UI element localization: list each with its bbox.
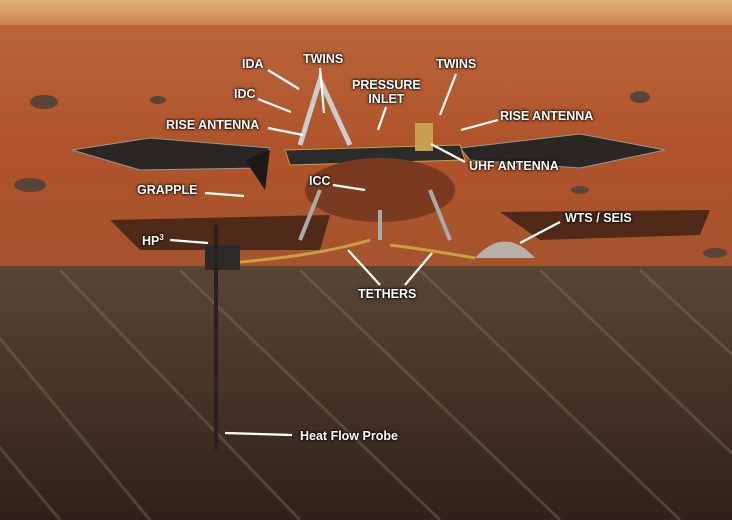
label-pressure-inlet-line2: INLET xyxy=(368,92,405,106)
label-hp3-superscript: 3 xyxy=(159,233,164,242)
label-grapple: GRAPPLE xyxy=(137,183,198,197)
subsurface-cutaway xyxy=(0,266,732,520)
label-pressure-inlet-line1: PRESSURE xyxy=(352,78,421,92)
label-hp3: HP3 xyxy=(142,231,164,248)
label-ida: IDA xyxy=(242,57,264,71)
subsurface-rays xyxy=(0,268,732,520)
label-tethers: TETHERS xyxy=(358,287,417,301)
label-idc: IDC xyxy=(234,87,256,101)
lander-deck xyxy=(284,73,466,241)
hp3-instrument xyxy=(205,225,240,450)
label-twins-right: TWINS xyxy=(436,57,477,71)
label-heat-flow-probe: Heat Flow Probe xyxy=(300,429,398,443)
label-uhf-antenna: UHF ANTENNA xyxy=(469,159,559,173)
label-wts-seis: WTS / SEIS xyxy=(565,211,632,225)
label-arrows xyxy=(169,67,561,437)
wts-seis-dome xyxy=(475,241,535,258)
label-pressure-inlet: PRESSURE INLET xyxy=(352,78,421,106)
label-twins-left: TWINS xyxy=(303,52,344,66)
solar-panel-right xyxy=(459,133,666,169)
label-icc: ICC xyxy=(309,174,331,188)
lander-shadow xyxy=(110,210,710,250)
rocks xyxy=(14,91,727,258)
tethers xyxy=(239,238,476,264)
label-hp3-base: HP xyxy=(142,234,160,249)
solar-panel-left xyxy=(71,137,271,190)
label-rise-antenna-right: RISE ANTENNA xyxy=(500,109,594,123)
label-rise-antenna-left: RISE ANTENNA xyxy=(166,118,260,132)
